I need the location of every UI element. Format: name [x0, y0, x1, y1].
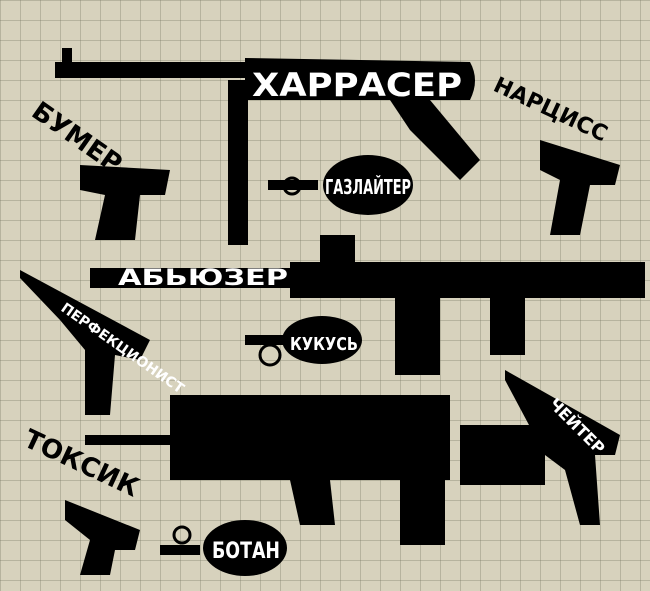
word-harraser: ХАРРАСЕР [252, 66, 462, 104]
grenade-botan-silhouette: БОТАН [160, 520, 287, 576]
word-kukus: КУКУСЬ [290, 334, 358, 355]
word-abyuzer: АБЬЮЗЕР [118, 266, 288, 291]
rifle-vintimbleimer-silhouette [85, 395, 545, 545]
luger-perfekcionist-silhouette: ПЕРФЕКЦИОНИСТ [20, 270, 187, 415]
grenade-kukus-silhouette: КУКУСЬ [245, 316, 362, 367]
pistol-narciss-silhouette: НАРЦИСС [489, 73, 620, 235]
pistol-toksik-silhouette: ТОКСИК [19, 424, 143, 575]
submachine-gun-silhouette: ХАРРАСЕР [55, 48, 480, 245]
word-gazlaiter: ГАЗЛАЙТЕР [325, 175, 411, 199]
grenade-gazlaiter-silhouette: ГАЗЛАЙТЕР [268, 155, 413, 215]
pistol-bumer-silhouette: БУМЕР [26, 96, 170, 240]
word-narciss: НАРЦИСС [489, 73, 611, 148]
word-bumer: БУМЕР [26, 96, 127, 179]
word-perfekcionist: ПЕРФЕКЦИОНИСТ [58, 300, 187, 397]
word-botan: БОТАН [212, 539, 280, 564]
launcher-abyuzer-silhouette: АБЬЮЗЕР [90, 235, 645, 375]
